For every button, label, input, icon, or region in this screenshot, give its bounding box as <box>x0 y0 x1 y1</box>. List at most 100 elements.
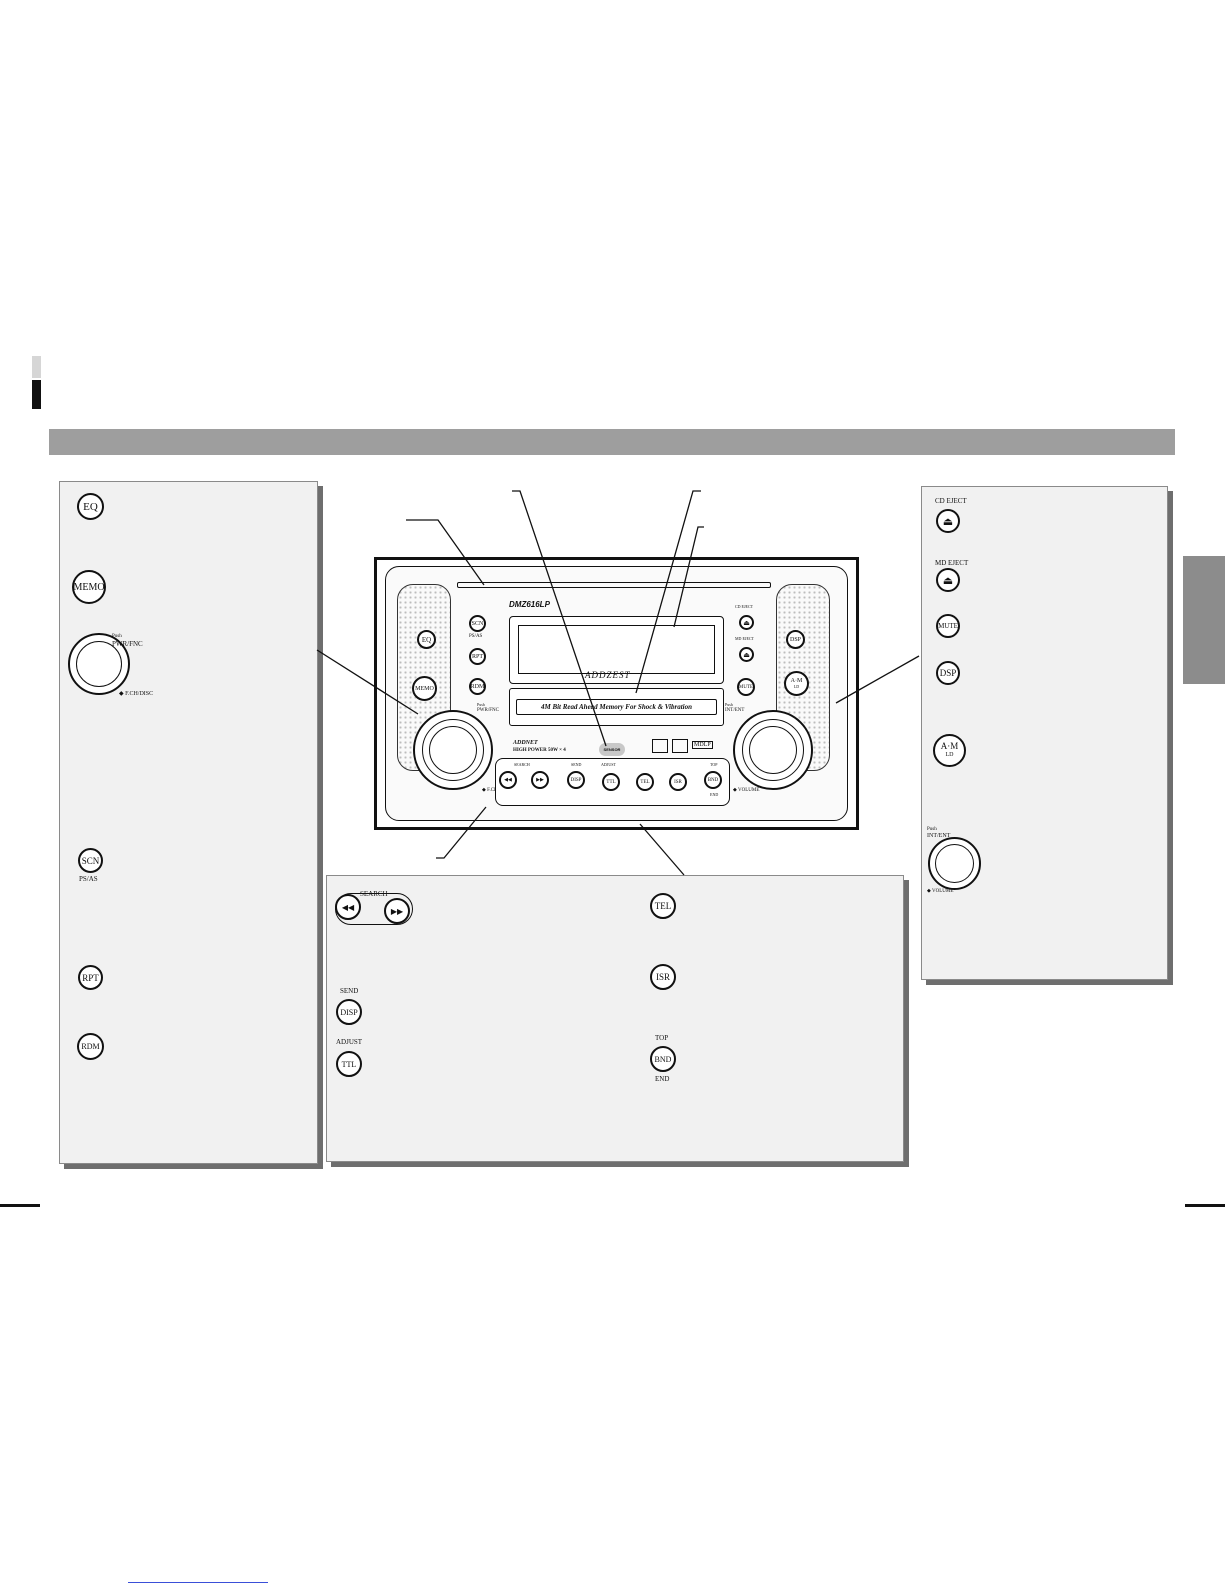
dial-pwr-fnc-label: PWR/FNC <box>112 640 143 648</box>
ld-label: LD <box>945 751 954 758</box>
unit-mute-button: MUTE <box>737 678 755 696</box>
unit-bnd-button: BND <box>704 771 722 789</box>
unit-isr-button: ISR <box>669 773 687 791</box>
unit-rewind-button: ◀◀ <box>499 771 517 789</box>
unit-search-label: SEARCH <box>514 762 530 767</box>
ps-as-label: PS/AS <box>79 875 98 883</box>
md-logo <box>672 739 688 753</box>
model-label: DMZ616LP <box>509 600 550 609</box>
unit-am-ld-button: A·M LD <box>784 671 809 696</box>
bnd-button: BND <box>650 1046 676 1072</box>
unit-dsp-button: DSP <box>786 630 805 649</box>
unit-memo-button: MEMO <box>412 676 437 701</box>
search-rewind-button: ◀◀ <box>335 894 361 920</box>
leader-cd-slot <box>635 490 701 694</box>
cd-logo <box>652 739 668 753</box>
unit-push-label-right: Push <box>725 702 733 707</box>
eject-icon: ⏏ <box>942 574 954 587</box>
top-label: TOP <box>655 1034 669 1042</box>
md-eject-label: MD EJECT <box>935 559 969 567</box>
unit-push-label: Push <box>477 702 485 707</box>
leader-top-slot <box>406 519 485 586</box>
rewind-icon: ◀◀ <box>504 778 512 783</box>
dial-push-label: Push <box>112 634 122 639</box>
cd-eject-button: ⏏ <box>936 509 960 533</box>
memory-banner: 4M Bit Read Ahead Memory For Shock & Vib… <box>516 699 717 715</box>
sensor-window: SENSOR <box>599 743 625 756</box>
unit-display-window <box>509 616 724 684</box>
pwr-fnc-dial <box>68 633 130 695</box>
bottom-controls-panel: SEARCH ◀◀ ▶▶ SEND DISP ADJUST TTL TEL IS… <box>326 875 904 1162</box>
unit-cd-slot: 4M Bit Read Ahead Memory For Shock & Vib… <box>509 688 724 726</box>
mute-button: MUTE <box>936 614 960 638</box>
section-header-bar <box>49 429 1175 455</box>
chapter-side-tab <box>1183 556 1225 684</box>
leader-left-group <box>316 649 419 715</box>
left-controls-panel: EQ MEMO Push PWR/FNC ◆ F.CH/DISC SCN PS/… <box>59 481 318 1164</box>
disp-button: DISP <box>336 999 362 1025</box>
dial-int-ent-label: INT/ENT <box>927 833 951 839</box>
dsp-button: DSP <box>936 661 960 685</box>
crop-mark-left <box>0 1204 40 1207</box>
corner-marker-dark <box>32 380 41 409</box>
leader-display <box>673 526 704 628</box>
unit-rpt-button: RPT <box>469 648 486 665</box>
dial-push-label: Push <box>927 827 937 832</box>
unit-int-ent-label: INT/ENT <box>725 708 745 713</box>
search-label: SEARCH <box>360 890 388 898</box>
unit-eq-button: EQ <box>417 630 436 649</box>
footer-link-line <box>128 1582 268 1583</box>
unit-cd-eject-button: ⏏ <box>739 615 754 630</box>
addnet-logo: ADDNET <box>513 740 538 746</box>
unit-ld-label: LD <box>793 683 800 689</box>
mdlp-logo: MDLP <box>692 741 713 749</box>
dial-volume-label: ◆ VOLUME <box>927 889 954 894</box>
unit-right-dial <box>733 710 813 790</box>
am-label: A·M <box>940 740 959 751</box>
rdm-button: RDM <box>77 1033 104 1060</box>
eject-icon: ⏏ <box>743 650 750 659</box>
ttl-button: TTL <box>336 1051 362 1077</box>
unit-disp-button: DISP <box>567 771 585 789</box>
unit-ps-as-label: PS/AS <box>469 634 483 639</box>
unit-end-label: END <box>710 792 719 797</box>
rpt-button: RPT <box>78 965 103 990</box>
leader-right-group <box>835 655 920 704</box>
unit-am-label: A·M <box>790 677 803 684</box>
leader-fch-disc <box>436 806 487 859</box>
top-slot <box>457 582 771 588</box>
unit-left-dial <box>413 710 493 790</box>
unit-md-eject-label: MD EJECT <box>735 636 754 641</box>
eq-button: EQ <box>77 493 104 520</box>
fast-forward-icon: ▶▶ <box>536 778 544 783</box>
crop-mark-right <box>1185 1204 1225 1207</box>
unit-pwr-fnc-label: PWR/FNC <box>477 708 499 713</box>
unit-rdm-button: RDM <box>469 678 486 695</box>
head-unit-frame: DMZ616LP EQ MEMO SCN PS/AS RPT RDM Push … <box>374 557 859 830</box>
leader-bottom-group <box>639 823 685 876</box>
isr-button: ISR <box>650 964 676 990</box>
dial-fch-disc-label: ◆ F.CH/DISC <box>119 691 154 697</box>
eject-icon: ⏏ <box>942 515 954 528</box>
tel-button: TEL <box>650 893 676 919</box>
rewind-icon: ◀◀ <box>341 902 355 912</box>
search-forward-button: ▶▶ <box>384 898 410 924</box>
brand-logo: ADDZEST <box>585 670 631 680</box>
scn-button: SCN <box>78 848 103 873</box>
unit-md-eject-button: ⏏ <box>739 647 754 662</box>
send-label: SEND <box>340 987 359 995</box>
unit-scn-button: SCN <box>469 615 486 632</box>
memo-button: MEMO <box>72 570 106 604</box>
unit-send-label: SEND <box>571 762 582 767</box>
am-ld-button: A·M LD <box>933 734 966 767</box>
unit-tel-button: TEL <box>636 773 654 791</box>
unit-forward-button: ▶▶ <box>531 771 549 789</box>
corner-marker-light <box>32 356 41 378</box>
end-label: END <box>655 1075 670 1083</box>
unit-adjust-label: ADJUST <box>601 762 616 767</box>
eject-icon: ⏏ <box>743 618 750 627</box>
fast-forward-icon: ▶▶ <box>390 906 404 916</box>
unit-volume-label: ◆ VOLUME <box>733 788 760 793</box>
md-eject-button: ⏏ <box>936 568 960 592</box>
